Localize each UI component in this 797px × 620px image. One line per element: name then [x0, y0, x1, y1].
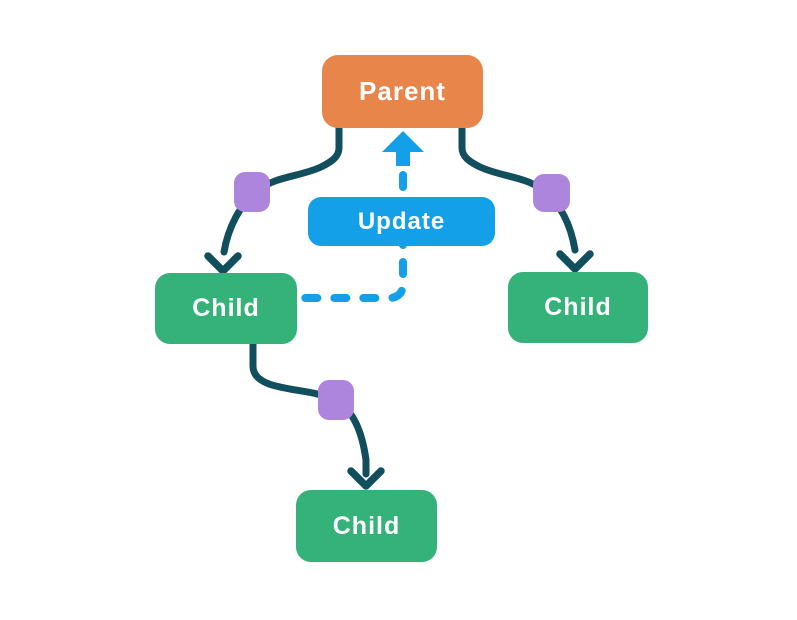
node-child-right-label: Child: [544, 293, 612, 321]
node-child-left-label: Child: [192, 294, 260, 322]
node-update-label: Update: [357, 207, 446, 235]
node-parent-label: Parent: [359, 76, 446, 106]
edge-parent-to-child-left: [220, 124, 343, 256]
node-child-right: Child: [508, 272, 648, 343]
edge-update-dashed: [296, 171, 407, 302]
edge-parent-to-child-right: [458, 124, 579, 254]
edge-marker-right: [533, 174, 570, 212]
arrowhead-child-right: [556, 250, 594, 273]
node-child-bottom: Child: [296, 490, 437, 562]
edge-child-left-to-child-bottom: [249, 340, 370, 478]
edge-marker-bottom: [318, 380, 354, 420]
node-child-bottom-label: Child: [332, 511, 401, 540]
arrowhead-child-bottom: [347, 467, 385, 490]
arrowhead-update-to-parent: [382, 131, 424, 166]
node-child-left: Child: [155, 273, 297, 344]
node-parent: Parent: [322, 55, 483, 128]
arrowhead-child-left: [204, 252, 242, 275]
node-update: Update: [308, 197, 495, 246]
edge-marker-left: [234, 172, 270, 212]
